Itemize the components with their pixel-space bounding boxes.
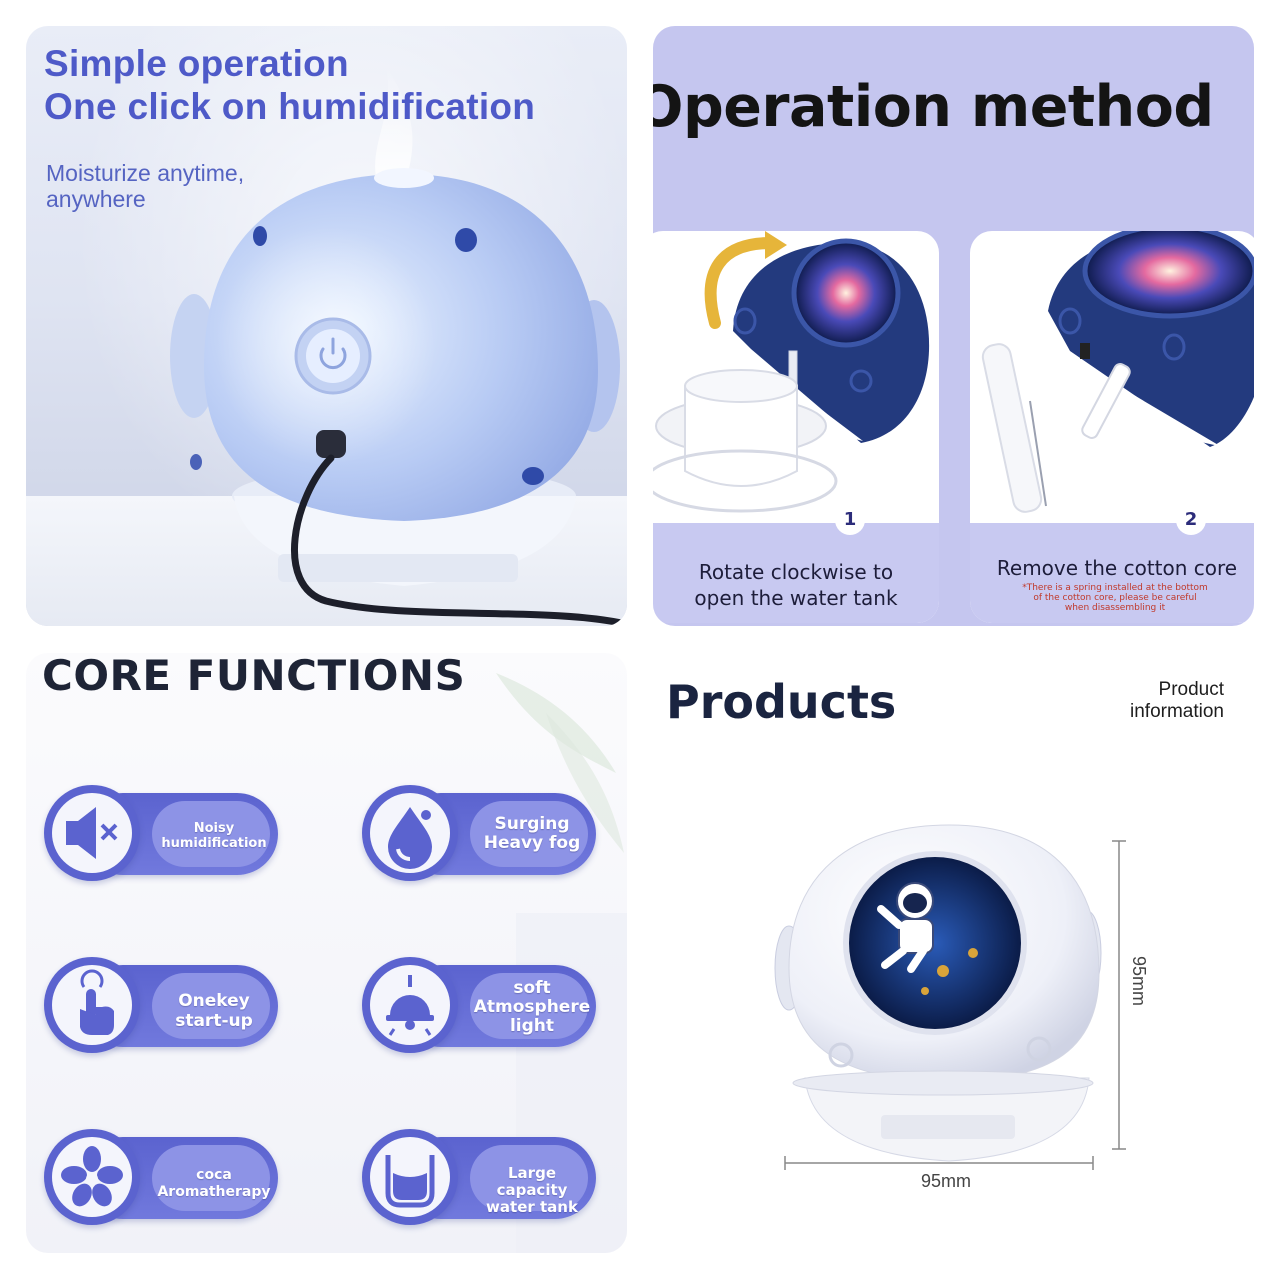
function-surging-heavy-fog: Surging Heavy fog: [362, 785, 598, 885]
power-cable: [291, 454, 627, 626]
function-coca-aromatherapy: coca Aromatherapy: [44, 1129, 280, 1229]
vent-hole: [190, 454, 202, 470]
function-label-line2: water tank: [486, 1198, 578, 1216]
product-information-line2: information: [1130, 701, 1224, 722]
galaxy-window: [791, 238, 901, 348]
step-text-1: Rotate clockwise to open the water tank: [653, 559, 939, 611]
function-label-line2: Aromatherapy: [157, 1184, 271, 1200]
lamp-light-icon: [386, 975, 434, 1036]
function-label-line1: Noisy: [193, 821, 235, 836]
function-label-line2: start-up: [175, 1011, 253, 1031]
step-number-2: 2: [1176, 505, 1206, 535]
remove-core-illustration: [981, 231, 1254, 513]
water-drop-icon: [388, 807, 432, 869]
products-heading: Products: [666, 675, 897, 729]
panel-operation-method: Operation method: [653, 26, 1254, 626]
panel-core-functions: CORE FUNCTIONS Noisy humidification: [26, 653, 627, 1253]
step-text-2: Remove the cotton core: [996, 556, 1238, 580]
function-label-line3: light: [509, 1016, 555, 1036]
step-caption-1: [653, 523, 939, 623]
core-functions-heading: CORE FUNCTIONS: [42, 653, 466, 700]
function-label-line2: Atmosphere: [473, 997, 591, 1017]
note-line2: of the cotton core, please be careful: [1033, 593, 1197, 603]
subtitle: Moisturize anytime, anywhere: [46, 160, 245, 212]
function-label: Surging Heavy fog: [472, 815, 592, 853]
note-line1: *There is a spring installed at the bott…: [1022, 583, 1208, 593]
function-large-capacity-tank: Large capacity water tank: [362, 1129, 598, 1229]
step-card-2: 2 Remove the cotton core *There is a spr…: [970, 231, 1254, 623]
water-tank-icon: [385, 1155, 435, 1208]
step-card-1: 1 Rotate clockwise to open the water tan…: [653, 231, 939, 623]
cotton-core: [981, 343, 1043, 513]
vent-hole: [522, 467, 544, 485]
function-soft-atmosphere-light: soft Atmosphere light: [362, 957, 598, 1057]
touch-hand-icon: [80, 969, 114, 1035]
astronaut-icon: [877, 882, 934, 973]
open-tank-illustration: [653, 231, 930, 513]
vent-hole: [253, 226, 267, 246]
vent-hole: [455, 228, 477, 252]
function-noisy-humidification: Noisy humidification: [44, 785, 280, 885]
width-label: 95mm: [921, 1171, 972, 1191]
note-line3: when disassembling it: [1064, 603, 1166, 613]
step-text-1-line2: open the water tank: [694, 586, 898, 610]
function-label: soft Atmosphere light: [472, 979, 592, 1036]
panel-simple-operation: Simple operation One click on humidifica…: [26, 26, 627, 626]
humidifier-back-illustration: [170, 66, 627, 626]
function-label: coca Aromatherapy: [154, 1167, 274, 1201]
headline-line1: Simple operation: [44, 43, 349, 84]
rotate-arrow-icon: [704, 237, 777, 329]
function-label: Noisy humidification: [154, 821, 274, 851]
product-information-line1: Product: [1158, 679, 1224, 700]
product-illustration: [774, 824, 1126, 1170]
step-text-1-line1: Rotate clockwise to: [698, 560, 894, 584]
step-note: *There is a spring installed at the bott…: [970, 583, 1254, 613]
step-caption-2: [970, 523, 1254, 623]
headline-line2: One click on humidification: [44, 86, 536, 127]
usb-port: [316, 430, 346, 458]
step-number-1: 1: [835, 505, 865, 535]
mist-plume: [375, 66, 413, 186]
moon-window: [849, 857, 1021, 1029]
function-label: Large capacity water tank: [472, 1165, 592, 1216]
function-label-line1: soft: [513, 978, 551, 998]
headline: Simple operation One click on humidifica…: [44, 42, 535, 128]
height-label: 95mm: [1129, 956, 1149, 1007]
function-label-line1: coca: [196, 1167, 232, 1183]
function-label-line2: Heavy fog: [483, 833, 581, 853]
product-information: Product information: [1084, 679, 1224, 723]
power-icon: [319, 347, 347, 370]
flower-icon: [61, 1146, 123, 1207]
galaxy-window: [1082, 231, 1254, 319]
function-label-line1: Large capacity: [496, 1164, 568, 1199]
function-label: Onekey start-up: [154, 991, 274, 1031]
function-label-line1: Onekey: [178, 991, 250, 1011]
operation-heading: Operation method: [653, 74, 1214, 140]
mute-speaker-icon: [66, 807, 118, 859]
function-label-line1: Surging: [494, 814, 570, 834]
function-onekey-startup: Onekey start-up: [44, 957, 280, 1057]
function-label-line2: humidification: [161, 836, 267, 851]
panel-products: Products Product information: [653, 653, 1254, 1253]
